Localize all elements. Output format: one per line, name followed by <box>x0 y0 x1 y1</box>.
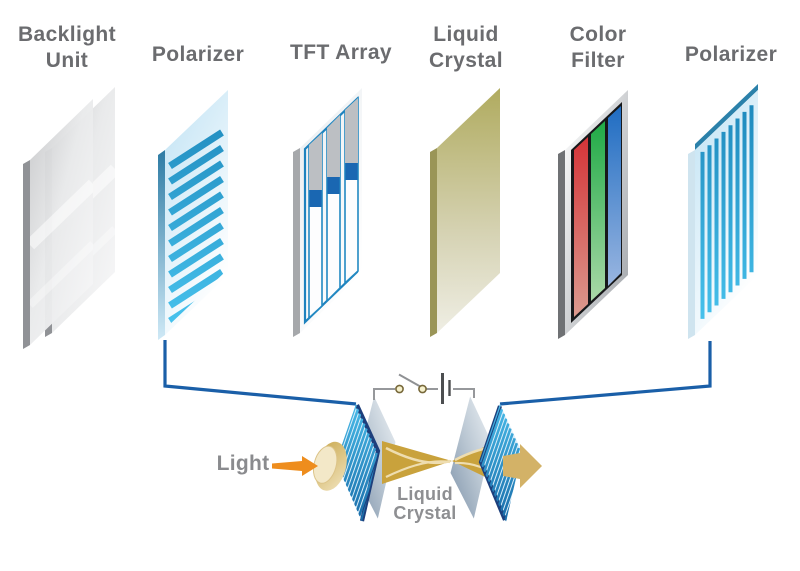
label-color-filter: Color Filter <box>569 23 627 72</box>
polarizer-1-panel <box>158 90 228 340</box>
polarizer-2-panel <box>688 84 758 339</box>
label-polarizer-1: Polarizer <box>151 43 245 66</box>
color-filter-panel <box>558 90 628 339</box>
output-arrow-icon <box>503 444 542 488</box>
tft-array-panel <box>293 88 362 337</box>
switch-icon <box>395 373 427 394</box>
lc-cell-schematic <box>272 373 542 522</box>
liquid-crystal-panel <box>430 88 500 337</box>
label-liquid-crystal-cell: Liquid Crystal <box>393 484 457 523</box>
label-liquid-crystal: Liquid Crystal <box>428 23 503 72</box>
label-backlight-unit: Backlight Unit <box>17 23 117 72</box>
circuit-wire <box>373 388 475 400</box>
battery-icon <box>441 373 451 404</box>
light-source-icon <box>312 441 347 491</box>
cell-polarizer-right <box>478 404 522 522</box>
connector-right-line <box>499 341 712 406</box>
light-arrow-icon <box>272 456 318 476</box>
label-light: Light <box>216 452 270 475</box>
backlight-panel <box>23 87 115 349</box>
label-tft-array: TFT Array <box>289 41 392 64</box>
cell-polarizer-left <box>336 404 381 522</box>
connector-left-line <box>163 340 357 406</box>
label-polarizer-2: Polarizer <box>684 43 778 66</box>
